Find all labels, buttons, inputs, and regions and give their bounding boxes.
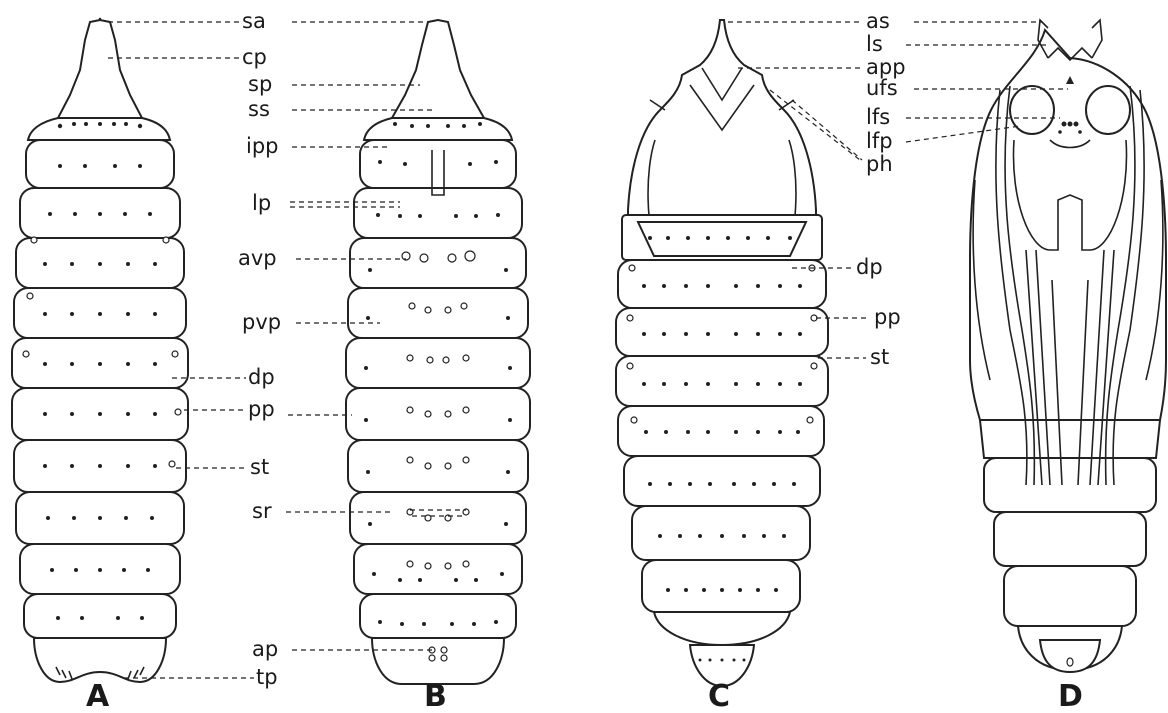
- label-pp-ab: pp: [248, 397, 275, 421]
- panel-label-d: D: [1058, 679, 1083, 713]
- label-st-cd: st: [870, 345, 889, 369]
- panel-b-drawing: [346, 20, 530, 684]
- label-cp: cp: [242, 45, 267, 69]
- label-lfp: lfp: [866, 129, 893, 153]
- label-lfs: lfs: [866, 105, 890, 129]
- label-ufs: ufs: [866, 76, 898, 100]
- panel-label-b: B: [424, 679, 447, 713]
- label-pp-cd: pp: [874, 305, 901, 329]
- label-st-ab: st: [250, 455, 269, 479]
- label-ls: ls: [866, 32, 883, 56]
- label-ipp: ipp: [246, 134, 279, 158]
- label-dp-ab: dp: [248, 365, 275, 389]
- label-dp-cd: dp: [856, 255, 883, 279]
- label-ss: ss: [248, 97, 270, 121]
- label-lp: lp: [252, 191, 271, 215]
- label-ap: ap: [252, 637, 278, 661]
- panel-c-drawing: [616, 20, 828, 686]
- panel-a-drawing: [12, 18, 188, 682]
- label-as: as: [866, 9, 890, 33]
- label-ph: ph: [866, 152, 893, 176]
- label-pvp: pvp: [242, 310, 281, 334]
- panel-label-a: A: [86, 679, 110, 713]
- label-tp: tp: [256, 665, 278, 689]
- label-sr: sr: [252, 499, 272, 523]
- label-sp: sp: [248, 72, 272, 96]
- label-avp: avp: [238, 246, 277, 270]
- panel-label-c: C: [708, 679, 730, 713]
- label-sa: sa: [242, 9, 266, 33]
